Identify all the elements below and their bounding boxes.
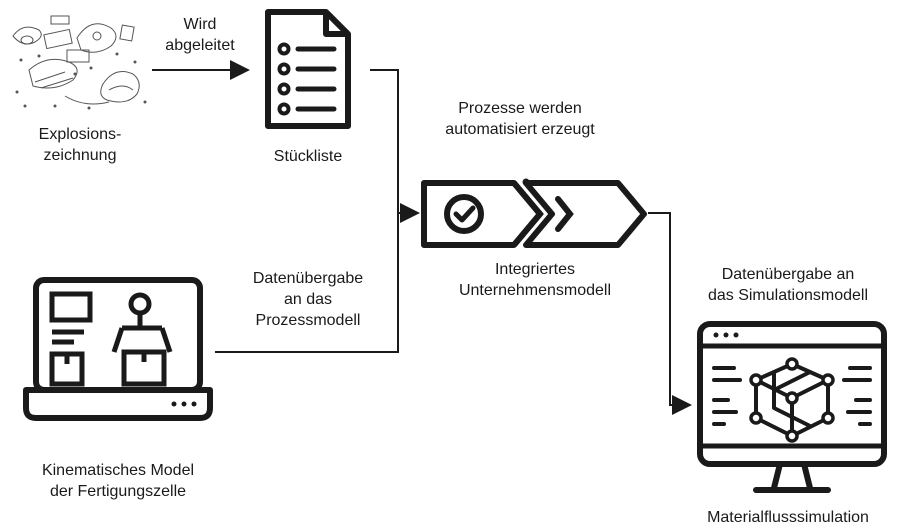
document-list-icon bbox=[265, 9, 351, 129]
label-line: Unternehmensmodell bbox=[458, 282, 612, 299]
label-line: der Fertigungszelle bbox=[49, 483, 187, 500]
label-materialflusssimulation: Materialflusssimulation bbox=[707, 509, 869, 526]
label-line: zeichnung bbox=[43, 147, 117, 164]
label-stueckliste: Stückliste bbox=[273, 148, 343, 165]
label-line: Prozessmodell bbox=[255, 312, 361, 329]
label-line: das Simulationsmodell bbox=[707, 287, 869, 304]
label-datenuebergabe-prozessmodell: Datenübergabe an das Prozessmodell bbox=[228, 268, 388, 331]
laptop-robot-icon bbox=[23, 277, 213, 421]
label-line: Kinematisches Model bbox=[41, 462, 195, 479]
label-line: an das bbox=[283, 291, 333, 308]
monitor-cube-icon bbox=[697, 321, 887, 493]
label-line: Integriertes bbox=[494, 261, 576, 278]
label-datenuebergabe-simulationsmodell: Datenübergabe an das Simulationsmodell bbox=[688, 264, 888, 306]
label-kinematisches-model: Kinematisches Model der Fertigungszelle bbox=[18, 460, 218, 502]
label-wird-abgeleitet: Wird abgeleitet bbox=[155, 14, 245, 56]
label-prozesse-erzeugt: Prozesse werden automatisiert erzeugt bbox=[420, 98, 620, 140]
label-line: Explosions- bbox=[38, 126, 122, 143]
label-line: Wird bbox=[183, 16, 217, 33]
label-line: abgeleitet bbox=[165, 37, 235, 54]
label-line: Datenübergabe an bbox=[721, 266, 855, 283]
exploded-drawing-icon bbox=[12, 15, 147, 110]
connector-process-to-simulation bbox=[648, 212, 692, 415]
connector-bom-to-process bbox=[370, 69, 420, 223]
label-integriertes-unternehmensmodell: Integriertes Unternehmensmodell bbox=[420, 259, 650, 301]
connector-kinematics-to-process bbox=[215, 213, 399, 353]
process-chevron-icon bbox=[421, 178, 647, 248]
label-line: Datenübergabe bbox=[252, 270, 364, 287]
label-explosionszeichnung: Explosions- zeichnung bbox=[10, 124, 150, 166]
label-line: Prozesse werden bbox=[458, 100, 582, 117]
label-line: automatisiert erzeugt bbox=[445, 121, 595, 138]
